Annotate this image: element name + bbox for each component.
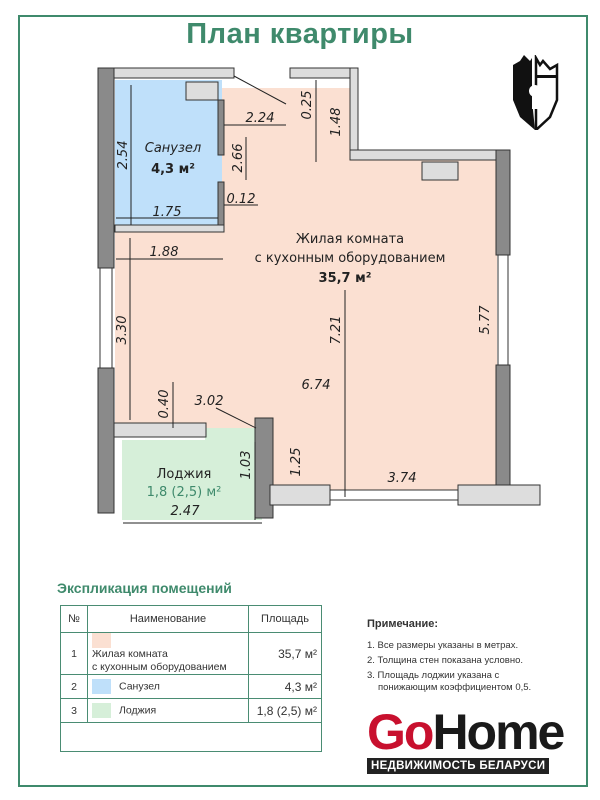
loggia-name: Лоджия <box>157 467 212 482</box>
dim-label: 2.47 <box>171 504 201 519</box>
col-header: Площадь <box>248 605 322 633</box>
walls <box>97 67 541 519</box>
living-name-1: Жилая комната <box>296 232 404 247</box>
loggia-area <box>122 428 262 520</box>
row-name: Лоджия <box>119 704 157 717</box>
dim-label: 1.75 <box>153 205 182 220</box>
row-number: 3 <box>60 698 88 723</box>
row-area: 4,3 м² <box>248 674 322 699</box>
notes: Примечание: 1. Все размеры указаны в мет… <box>367 617 531 695</box>
bath-area: 4,3 м² <box>151 162 195 177</box>
notes-title: Примечание: <box>367 618 439 630</box>
row-number: 2 <box>60 674 88 699</box>
logo-home: Home <box>432 704 565 760</box>
row-name: с кухонным оборудованием <box>92 661 227 673</box>
table-row: 2 Санузел 4,3 м² <box>60 674 322 699</box>
dim-label: 2.54 <box>116 141 131 170</box>
note-item: 2. Толщина стен показана условно. <box>367 655 524 666</box>
living-name-2: с кухонным оборудованием <box>255 251 446 266</box>
table-row-empty <box>60 722 322 752</box>
dim-label: 2.24 <box>246 111 275 126</box>
bathroom-area <box>115 80 222 225</box>
dim-label: 1.25 <box>289 448 304 477</box>
floor-plan: Санузел 4,3 м² Жилая комната с кухонным … <box>97 67 541 524</box>
dim-label: 2.66 <box>231 144 246 173</box>
logo-subtitle: НЕДВИЖИМОСТЬ БЕЛАРУСИ <box>367 758 550 774</box>
col-header: Наименование <box>87 605 249 633</box>
dim-label: 0.12 <box>227 192 256 207</box>
color-swatch <box>92 679 111 694</box>
row-area: 1,8 (2,5) м² <box>248 698 322 723</box>
row-area: 35,7 м² <box>248 632 322 675</box>
dim-label: 1.48 <box>329 108 344 137</box>
loggia-area-label: 1,8 (2,5) м² <box>147 485 222 500</box>
logo-go: Go <box>367 704 434 760</box>
gohome-logo: GoHome НЕДВИЖИМОСТЬ БЕЛАРУСИ <box>367 707 565 774</box>
row-name: Санузел <box>119 680 160 693</box>
bath-name: Санузел <box>145 141 201 156</box>
page-frame <box>18 15 588 787</box>
dim-label: 3.02 <box>195 394 224 409</box>
note-item: 1. Все размеры указаны в метрах. <box>367 640 519 651</box>
note-item: понижающим коэффициентом 0,5. <box>378 682 532 693</box>
dim-label: 1.88 <box>150 245 179 260</box>
page-title: План квартиры <box>186 18 414 50</box>
explication-title: Экспликация помещений <box>57 580 232 596</box>
dim-label: 6.74 <box>302 378 331 393</box>
color-swatch <box>92 633 111 648</box>
dim-label: 5.77 <box>478 305 493 335</box>
row-number: 1 <box>60 632 88 675</box>
dim-label: 1.03 <box>239 451 254 480</box>
note-item: 3. Площадь лоджии указана с <box>367 670 500 681</box>
brand-shield-icon <box>513 55 559 130</box>
dim-label: 7.21 <box>329 316 344 345</box>
dim-label: 3.30 <box>115 316 130 345</box>
dim-label: 3.74 <box>388 471 417 486</box>
row-name: Жилая комната <box>92 648 168 660</box>
table-row: 3 Лоджия 1,8 (2,5) м² <box>60 698 322 723</box>
color-swatch <box>92 703 111 718</box>
living-area: 35,7 м² <box>319 271 372 286</box>
dim-label: 0.25 <box>300 91 315 120</box>
dim-label: 0.40 <box>157 390 172 419</box>
col-header: № <box>60 605 88 633</box>
